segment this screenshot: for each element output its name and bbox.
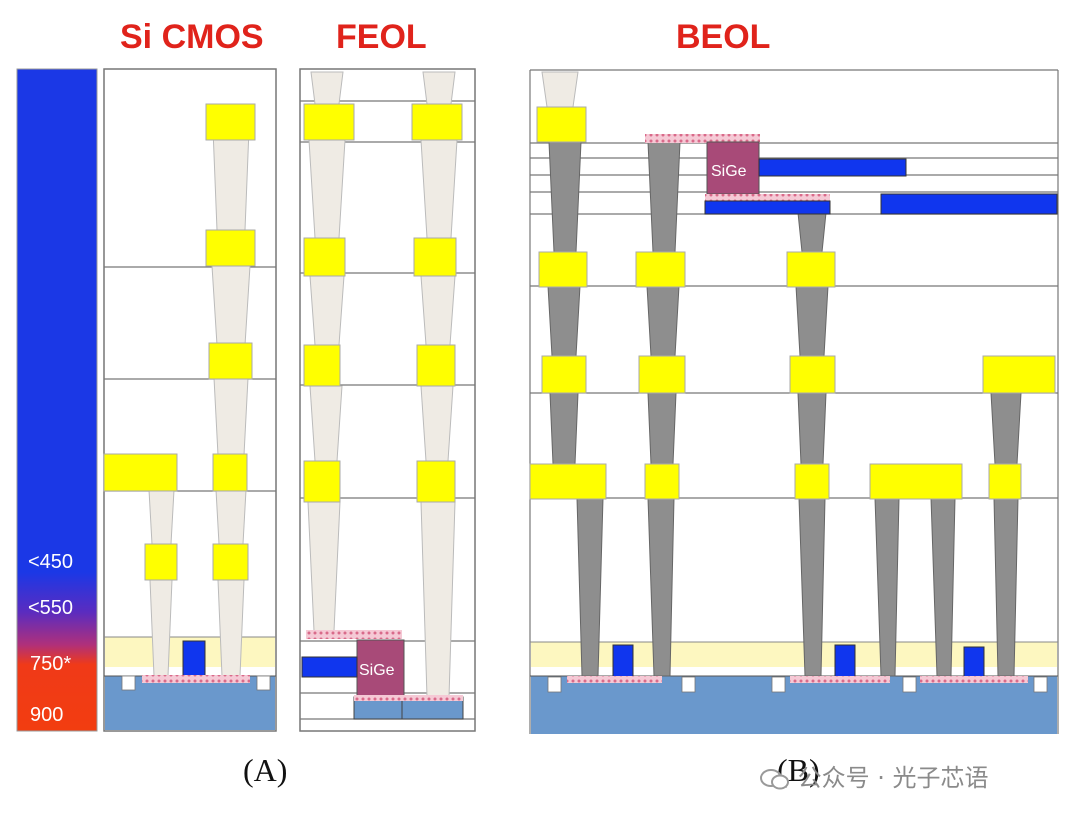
temperature-bar: [16, 68, 98, 732]
si-cmos-panel: [103, 68, 277, 732]
watermark: 公众号 · 光子芯语: [760, 758, 989, 793]
temp-label-550: <550: [28, 597, 74, 619]
temp-label-900: 900: [30, 704, 64, 726]
figure-label-a: (A): [243, 752, 288, 788]
beol-heading: BEOL: [676, 18, 771, 56]
beol-sige-label: SiGe: [711, 163, 747, 180]
beol-panel: SiGe: [529, 69, 1059, 734]
si-cmos-heading: Si CMOS: [120, 18, 264, 56]
feol-heading: FEOL: [336, 18, 427, 56]
temp-label-750: 750*: [30, 653, 72, 675]
feol-sige-label: SiGe: [359, 662, 395, 679]
watermark-icon: [760, 767, 790, 791]
temp-label-450: <450: [28, 551, 74, 573]
watermark-text: 公众号 · 光子芯语: [797, 764, 989, 792]
feol-panel: SiGe: [299, 68, 476, 732]
